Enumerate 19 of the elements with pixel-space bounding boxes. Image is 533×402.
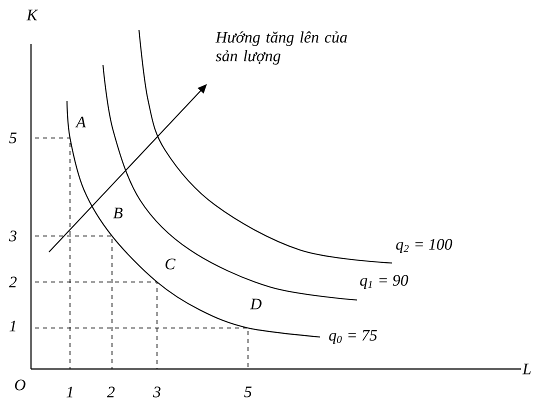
curve-label: q$_{1}$ = 90 [360,274,408,290]
tick-label: 5 [244,386,252,398]
axis-label: K [26,10,38,20]
point-label: A [75,116,86,128]
point-label: B [113,208,123,218]
curve-label: q$_{2}$ = 100 [396,238,452,254]
tick-label: 1 [10,320,16,332]
axis-label: L [522,364,531,374]
tick-label: 2 [9,276,17,288]
point-label: D [250,298,262,310]
axis-label: O [15,380,26,390]
tick-label: 3 [152,386,160,398]
point-label: C [166,258,176,270]
tick-label: 5 [9,132,17,144]
curve-label: q$_{0}$ = 75 [329,330,377,344]
tick-label: 2 [107,386,115,398]
tick-label: 3 [8,230,16,242]
tick-label: 1 [66,386,72,398]
annotation: Hướng tăng lên của sản lượng [215,31,347,65]
